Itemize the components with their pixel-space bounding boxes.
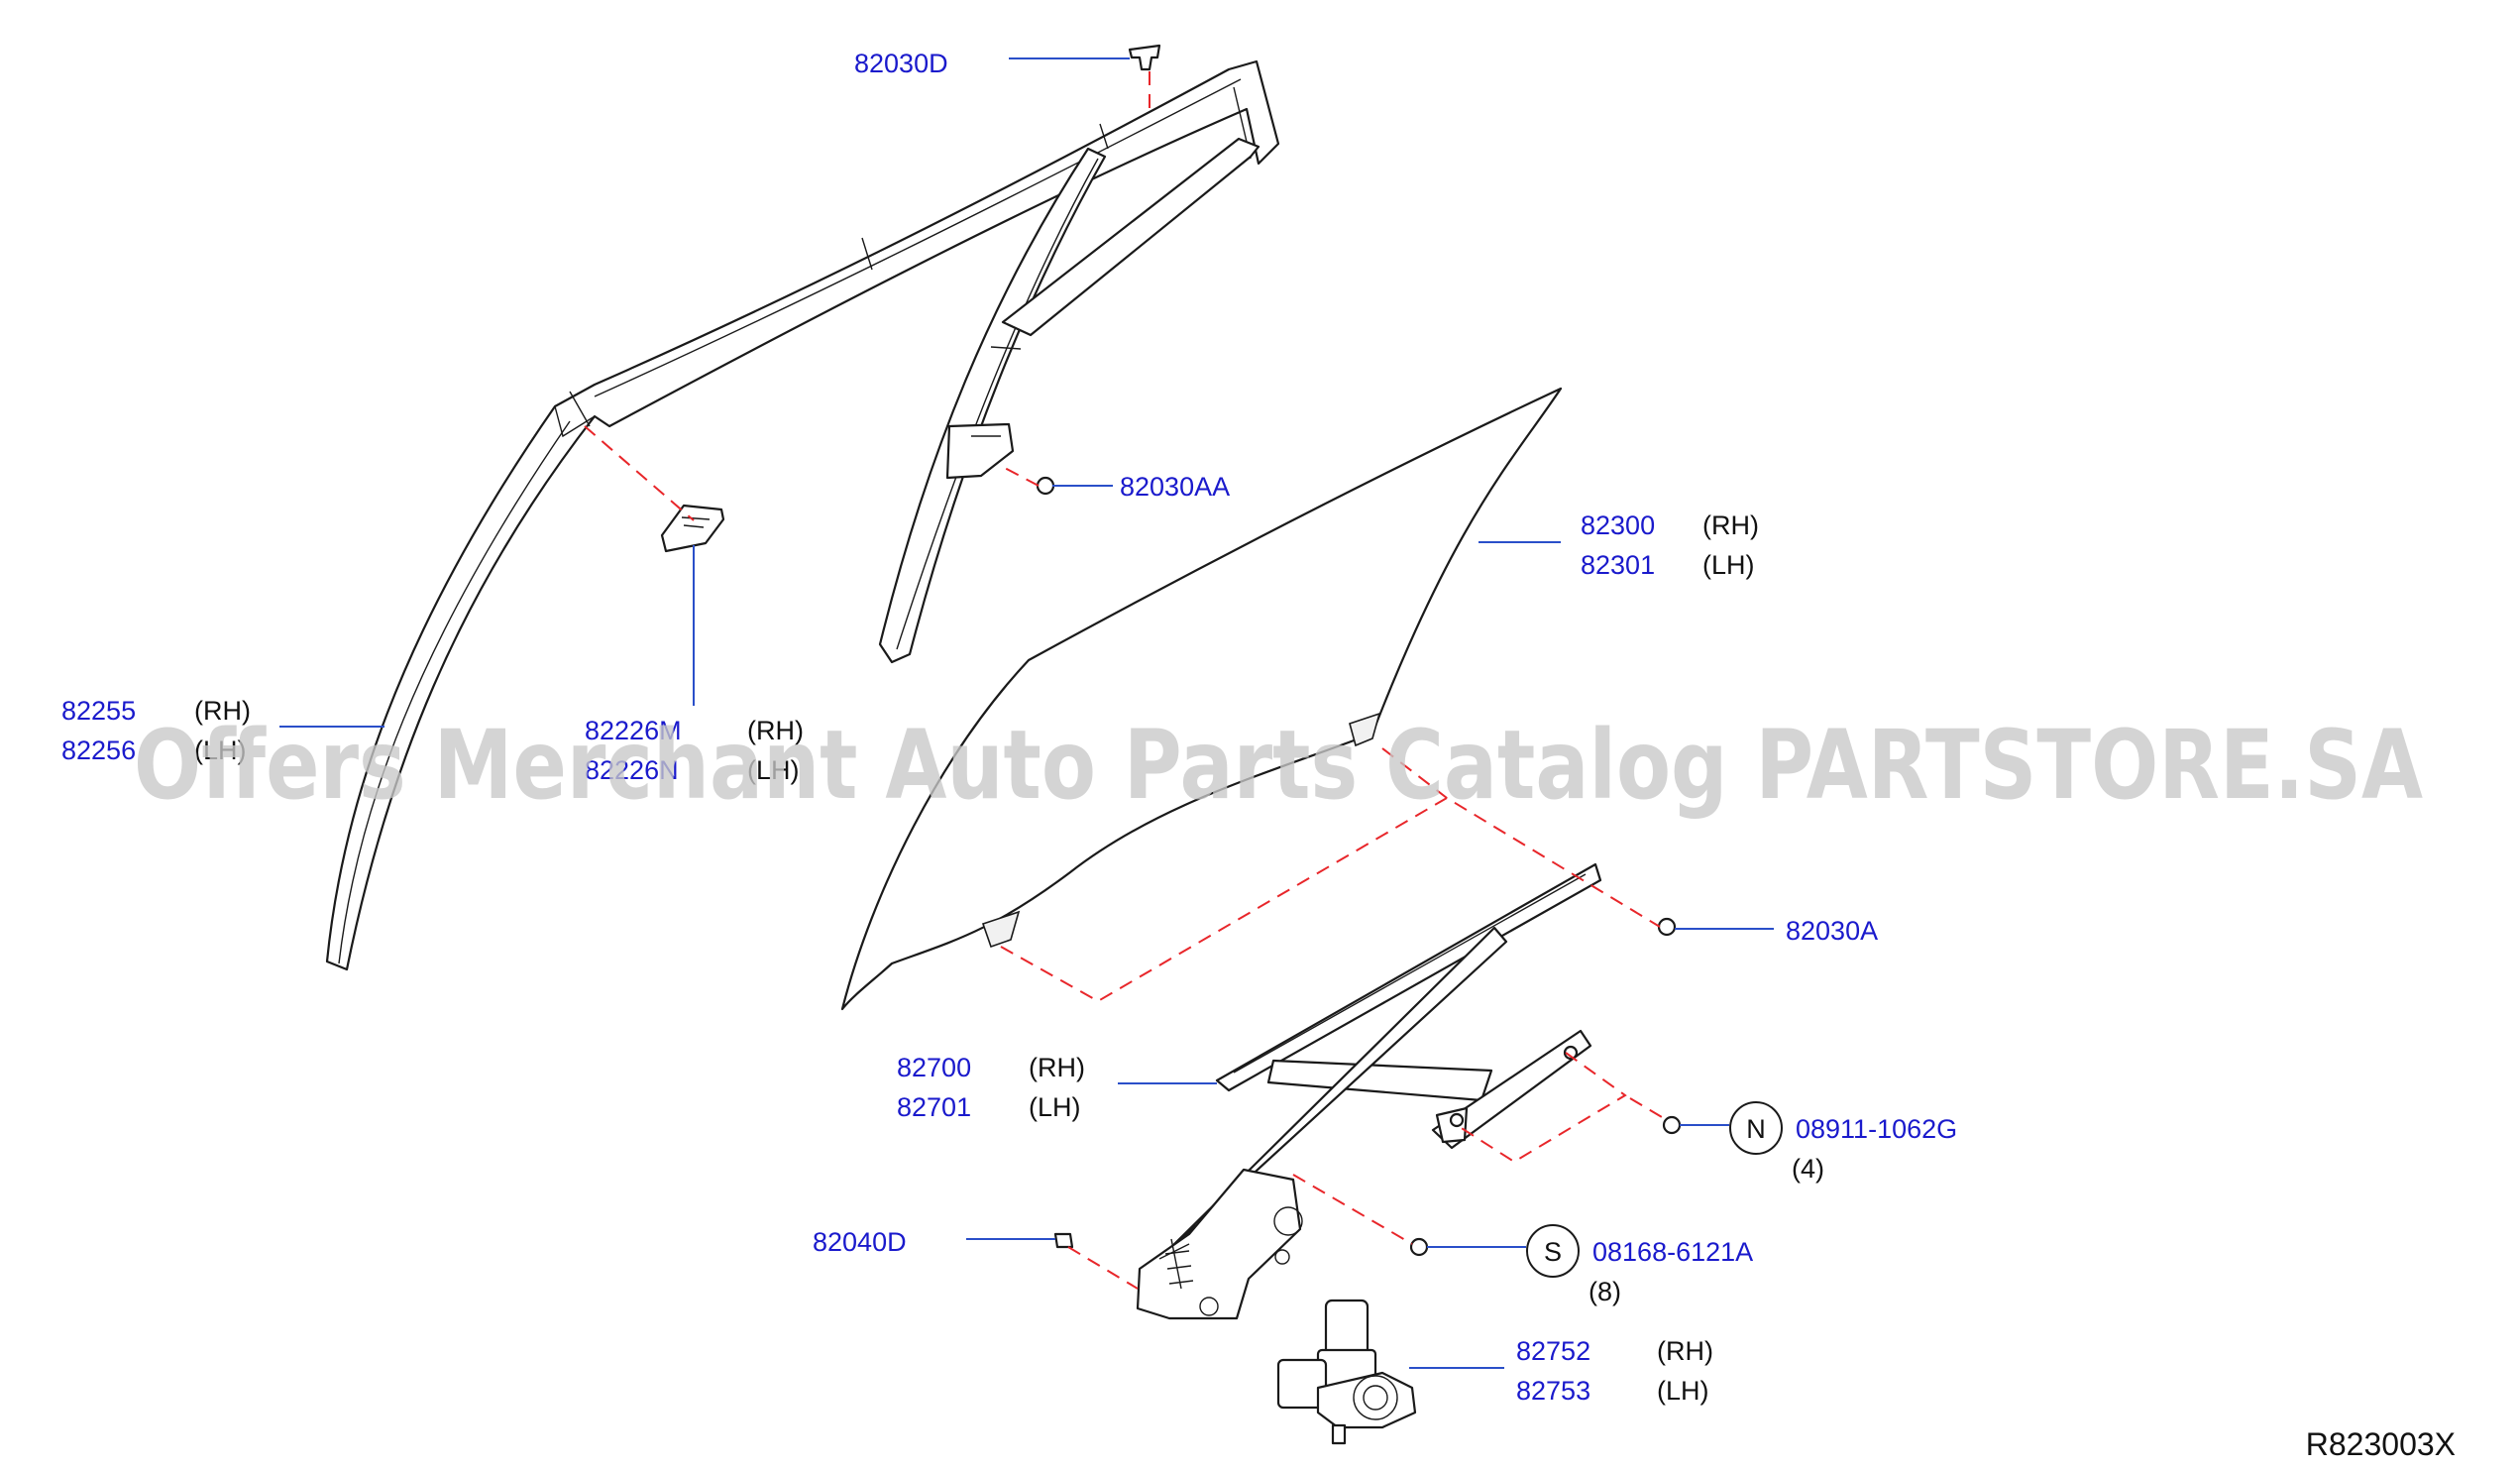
clip-82030D [1128,44,1161,71]
part-number-82700[interactable]: 82700 [897,1053,971,1082]
window-motor [1276,1299,1417,1445]
part-number-82301[interactable]: 82301 [1581,550,1655,580]
part-number-82256[interactable]: 82256 [61,736,136,765]
part-number-08168-6121A[interactable]: 08168-6121A [1592,1237,1753,1267]
side-label: (LH) [1702,550,1755,580]
part-number-82752[interactable]: 82752 [1516,1336,1590,1366]
quantity-label: (8) [1589,1277,1621,1306]
center-sash-channel [878,137,1260,664]
badge-n-letter: N [1746,1114,1766,1144]
side-label: (RH) [1657,1336,1713,1366]
bolt-08168-6121A [1409,1237,1429,1257]
bolt-82040D [1053,1232,1074,1249]
side-label: (LH) [747,755,800,785]
side-label: (LH) [1657,1376,1709,1406]
side-label: (LH) [1029,1092,1081,1122]
quantity-label: (4) [1792,1154,1824,1184]
part-number-82300[interactable]: 82300 [1581,510,1655,540]
callouts: 82030D 82030AA 82300 (RH) 82301 (LH) 822… [61,49,1957,1406]
door-sash-frame [325,59,1280,971]
nut-08911-1062G [1662,1115,1682,1135]
badge-s-circle [1526,1224,1580,1278]
part-number-82030A[interactable]: 82030A [1786,916,1878,946]
part-number-82701[interactable]: 82701 [897,1092,971,1122]
diagram-reference-code: R823003X [2306,1426,2456,1462]
part-number-82040D[interactable]: 82040D [813,1227,907,1257]
part-number-82030D[interactable]: 82030D [854,49,948,78]
part-number-08911-1062G[interactable]: 08911-1062G [1796,1114,1957,1144]
door-glass [840,387,1563,1011]
window-regulator [1136,862,1602,1320]
assembly-lines [584,71,1668,1290]
corner-piece [660,504,725,553]
side-label: (RH) [747,716,804,745]
clip-82030AA [1036,476,1055,496]
side-label: (LH) [194,736,247,765]
side-label: (RH) [1029,1053,1085,1082]
side-label: (RH) [1702,510,1759,540]
watermark: Offers Merchant Auto Parts Catalog PARTS… [134,710,2423,821]
part-number-82753[interactable]: 82753 [1516,1376,1590,1406]
part-number-82255[interactable]: 82255 [61,696,136,726]
part-number-82226M[interactable]: 82226M [585,716,682,745]
fasteners [1036,44,1682,1257]
badge-s-letter: S [1544,1237,1562,1267]
bolt-82030A [1657,917,1677,937]
part-number-82226N[interactable]: 82226N [585,755,679,785]
badge-n-circle [1729,1101,1783,1155]
part-number-82030AA[interactable]: 82030AA [1120,472,1230,502]
side-label: (RH) [194,696,251,726]
leader-lines [279,57,1774,1369]
